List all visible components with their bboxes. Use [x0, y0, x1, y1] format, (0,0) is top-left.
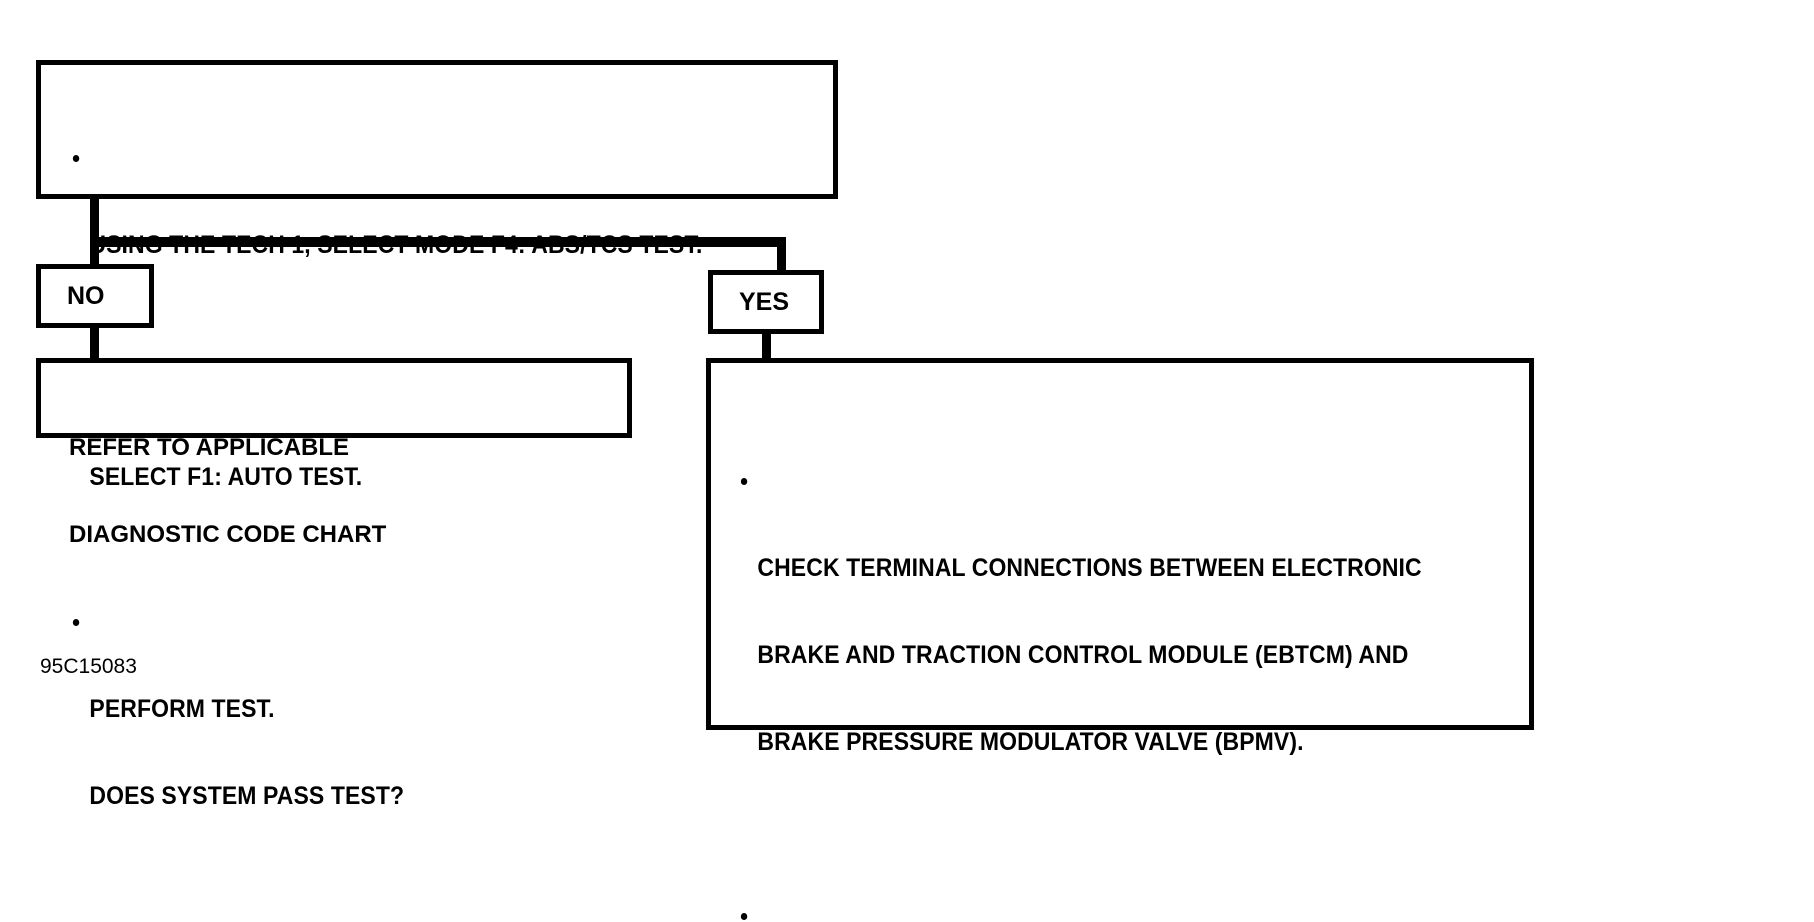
branch-label-yes: YES — [708, 270, 824, 334]
decision-bullet-3: PERFORM TEST. DOES SYSTEM PASS TEST? — [71, 608, 770, 869]
decision-question-text: DOES SYSTEM PASS TEST? — [89, 782, 405, 810]
yes-bullet-1-line-2: BRAKE AND TRACTION CONTROL MODULE (EBTCM… — [757, 641, 1409, 669]
yes-result-bullet-list: CHECK TERMINAL CONNECTIONS BETWEEN ELECT… — [739, 380, 1466, 922]
decision-bullet-1: USING THE TECH 1, SELECT MODE F4: ABS/TC… — [71, 144, 770, 318]
no-result-box: REFER TO APPLICABLE DIAGNOSTIC CODE CHAR… — [36, 358, 632, 548]
no-result-box-text: REFER TO APPLICABLE DIAGNOSTIC CODE CHAR… — [69, 375, 386, 607]
decision-bullet-3-text: PERFORM TEST. — [89, 695, 275, 723]
decision-bullet-2: SELECT F1: AUTO TEST. — [71, 376, 770, 550]
bullet-dot-icon — [72, 155, 80, 162]
bullet-dot-icon — [72, 619, 80, 626]
decision-bullet-2-text: SELECT F1: AUTO TEST. — [89, 463, 363, 491]
branch-label-yes-text: YES — [739, 287, 790, 316]
branch-label-no-text: NO — [67, 281, 105, 310]
yes-bullet-1-line-3: BRAKE PRESSURE MODULATOR VALVE (BPMV). — [757, 728, 1304, 756]
connector-decision-stem — [90, 199, 99, 245]
figure-id-caption: 95C15083 — [40, 655, 137, 678]
bullet-dot-icon — [740, 913, 748, 920]
yes-result-box: CHECK TERMINAL CONNECTIONS BETWEEN ELECT… — [706, 358, 1534, 920]
yes-bullet-2: CONDITION NOT PRESENT AT THIS TIME. — [739, 902, 1466, 922]
no-result-line-1: REFER TO APPLICABLE — [69, 434, 350, 461]
connector-branch-bar — [90, 237, 786, 247]
yes-bullet-1-line-1: CHECK TERMINAL CONNECTIONS BETWEEN ELECT… — [757, 554, 1422, 582]
connector-no-to-result — [90, 328, 99, 362]
branch-label-no: NO — [36, 264, 154, 328]
connector-drop-to-yes — [777, 237, 786, 274]
no-result-line-2: DIAGNOSTIC CODE CHART — [69, 521, 387, 548]
connector-yes-to-result — [762, 334, 771, 362]
decision-box: USING THE TECH 1, SELECT MODE F4: ABS/TC… — [36, 60, 838, 810]
yes-bullet-1: CHECK TERMINAL CONNECTIONS BETWEEN ELECT… — [739, 467, 1466, 815]
connector-drop-to-no — [90, 237, 99, 268]
bullet-dot-icon — [740, 478, 748, 485]
